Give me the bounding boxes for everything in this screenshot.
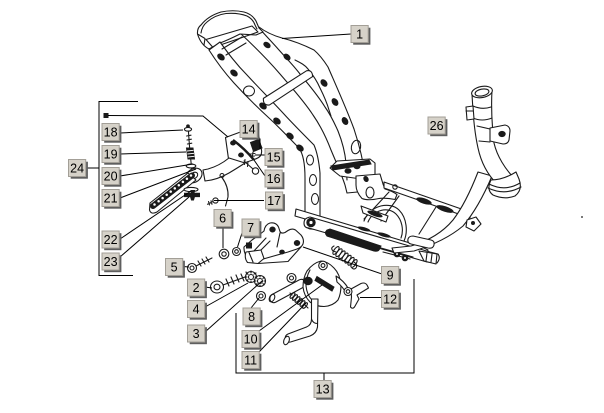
svg-text:7: 7	[247, 221, 254, 235]
svg-text:26: 26	[430, 119, 444, 133]
svg-text:4: 4	[193, 303, 200, 317]
svg-text:21: 21	[104, 192, 118, 206]
svg-text:24: 24	[70, 162, 84, 176]
svg-text:17: 17	[267, 194, 281, 208]
svg-text:1: 1	[356, 28, 363, 42]
svg-text:23: 23	[104, 255, 118, 269]
svg-text:16: 16	[267, 172, 281, 186]
svg-text:18: 18	[104, 126, 118, 140]
svg-text:2: 2	[193, 281, 200, 295]
svg-text:11: 11	[244, 354, 257, 368]
svg-text:6: 6	[219, 212, 226, 226]
svg-text:15: 15	[267, 151, 281, 165]
svg-text:8: 8	[248, 310, 255, 324]
svg-text:3: 3	[193, 327, 200, 341]
svg-text:19: 19	[104, 148, 118, 162]
svg-text:14: 14	[242, 123, 256, 137]
svg-text:10: 10	[244, 333, 258, 347]
svg-text:12: 12	[383, 293, 397, 307]
svg-text:13: 13	[316, 383, 330, 397]
svg-text:22: 22	[104, 233, 118, 247]
svg-text:20: 20	[104, 170, 118, 184]
svg-text:5: 5	[171, 261, 178, 275]
svg-text:9: 9	[387, 269, 394, 283]
